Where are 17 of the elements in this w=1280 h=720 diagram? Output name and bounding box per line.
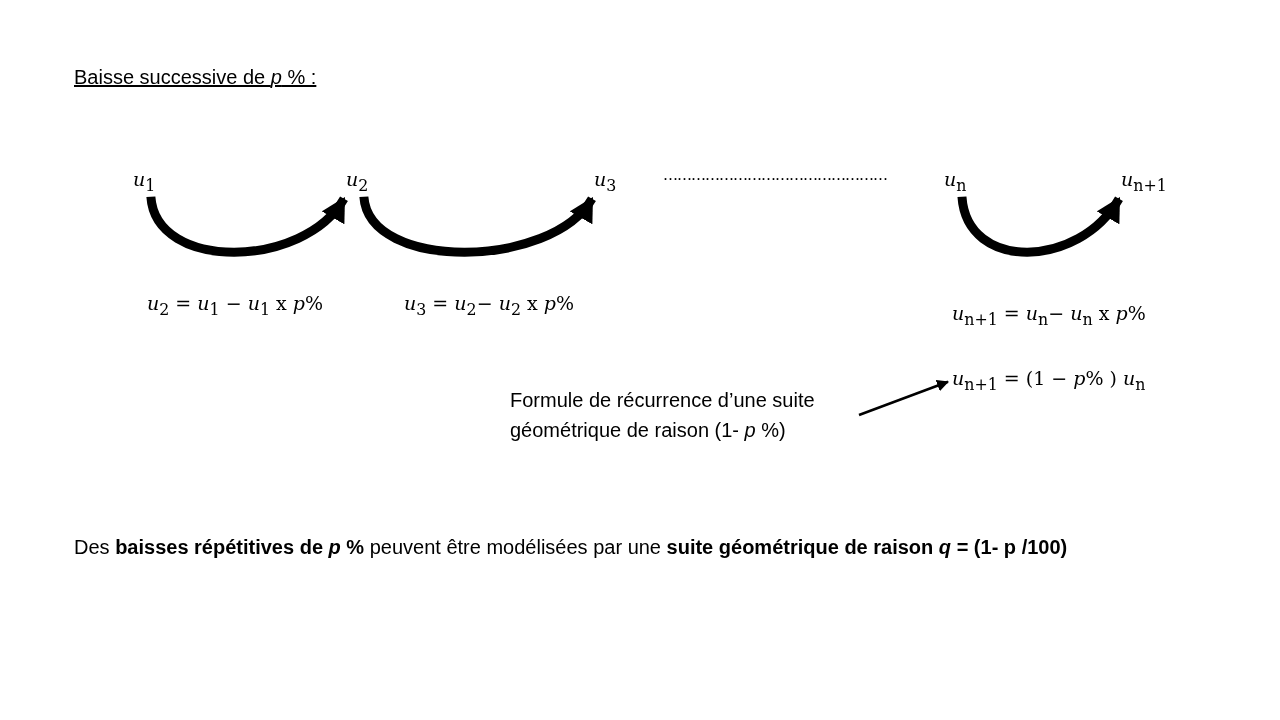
formula: u$_{3}$ = u$_{2}$− u$_{2}$ x p% xyxy=(404,292,574,319)
note-text: Formule de récurrence d’une suite géométrique de raison (1- p %) xyxy=(510,385,855,445)
dotted-line-text: ………………………………………… xyxy=(663,166,887,184)
formula: u$_{n+1}$ = (1 − p% ) u$_{n}$ xyxy=(952,367,1146,394)
formula: u$_{2}$ = u$_{1}$ − u$_{1}$ x p% xyxy=(147,292,323,319)
curved-arrow xyxy=(359,195,596,257)
curved-arrow xyxy=(957,195,1123,257)
term-label: u$_{n+1}$ xyxy=(1121,168,1167,195)
term-label: u$_{3}$ xyxy=(594,168,617,195)
term-label: u$_{1}$ xyxy=(133,168,156,195)
formula: u$_{n+1}$ = u$_{n}$− u$_{n}$ x p% xyxy=(952,302,1146,329)
term-label: u$_{2}$ xyxy=(346,168,369,195)
title: Baisse successive de p % : xyxy=(74,66,317,89)
arrow xyxy=(858,379,949,417)
curved-arrow xyxy=(146,195,348,257)
term-label: u$_{n}$ xyxy=(944,168,967,195)
sentence: Des baisses répétitives de p % peuvent être modélisées par une suite géométrique de raison q = (1- p /100) xyxy=(74,536,1068,559)
